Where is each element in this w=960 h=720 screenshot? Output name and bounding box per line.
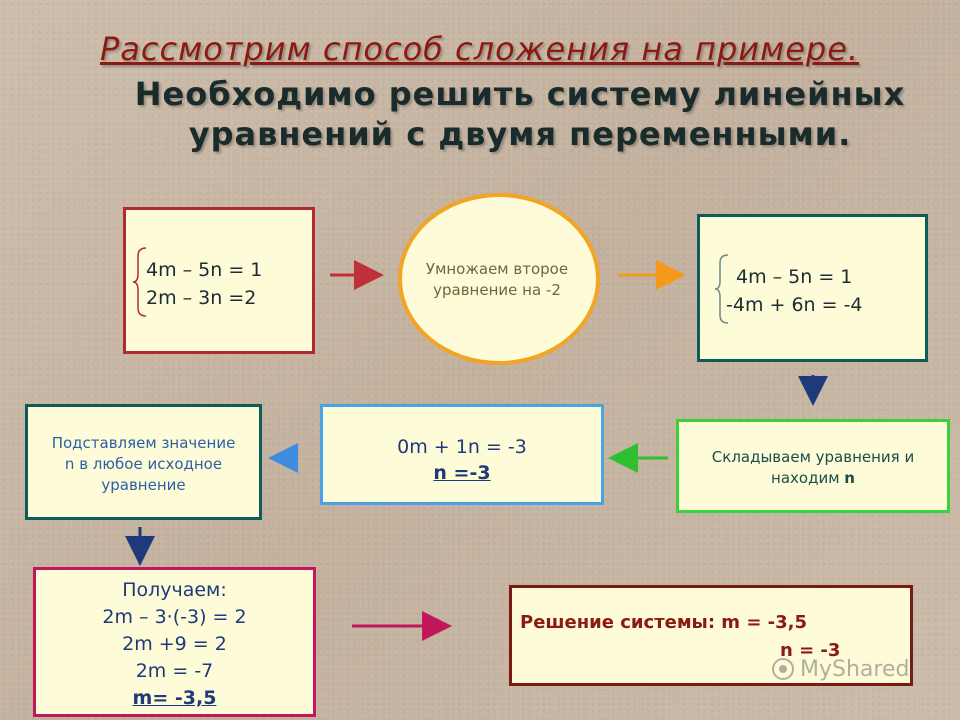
equation-2: -4m + 6n = -4: [726, 294, 863, 316]
multiply-step-text: Умножаем второе уравнение на -2: [402, 259, 592, 301]
variable-n: n: [844, 469, 855, 487]
equation-1: 4m – 5n = 1: [146, 259, 263, 281]
add-equations-text: Складываем уравнения и находим n: [679, 447, 947, 489]
brace-icon: [714, 254, 729, 324]
n-value: n =-3: [433, 462, 491, 484]
watermark-logo-icon: [772, 658, 794, 680]
calc-line-2: 2m – 3·(-3) = 2: [102, 606, 247, 628]
substitute-line-1: Подставляем значение: [51, 434, 236, 452]
solution-line-1: Решение системы: m = -3,5: [520, 612, 808, 633]
add-equations-box: Складываем уравнения и находим n: [676, 419, 950, 513]
m-calculation-text: Получаем: 2m – 3·(-3) = 2 2m +9 = 2 2m =…: [36, 577, 313, 712]
m-calculation-box: Получаем: 2m – 3·(-3) = 2 2m +9 = 2 2m =…: [33, 567, 316, 717]
slide-subtitle: Необходимо решить систему линейных уравн…: [100, 74, 940, 154]
equation-1: 4m – 5n = 1: [736, 266, 853, 288]
equation-2: 2m – 3n =2: [146, 287, 257, 309]
substitute-text: Подставляем значение n в любое исходное …: [28, 433, 259, 496]
solution-line-2: n = -3: [780, 640, 841, 661]
add-equations-line-2: находим n: [679, 468, 947, 489]
substitute-line-3: уравнение: [101, 476, 186, 494]
subtitle-line-1: Необходимо решить систему линейных: [134, 75, 906, 113]
original-system-box: 4m – 5n = 1 2m – 3n =2: [123, 207, 315, 354]
subtitle-line-2: уравнений с двумя переменными.: [188, 115, 852, 153]
multiply-step-line-2: уравнение на -2: [433, 281, 561, 299]
add-equations-line-1: Складываем уравнения и: [711, 448, 915, 466]
equation-sum: 0m + 1n = -3: [397, 436, 527, 458]
m-value: m= -3,5: [132, 687, 217, 709]
substitute-box: Подставляем значение n в любое исходное …: [25, 404, 262, 520]
n-result-text: 0m + 1n = -3 n =-3: [323, 434, 601, 486]
multiply-step-line-1: Умножаем второе: [425, 260, 569, 278]
transformed-system-box: 4m – 5n = 1 -4m + 6n = -4: [697, 214, 928, 362]
solution-box: Решение системы: m = -3,5 n = -3: [509, 585, 913, 686]
brace-icon: [132, 247, 147, 317]
slide-title: Рассмотрим способ сложения на примере.: [100, 30, 860, 68]
calc-line-1: Получаем:: [122, 579, 227, 601]
add-equations-line-2-text: находим: [771, 469, 845, 487]
multiply-step-circle: Умножаем второе уравнение на -2: [398, 193, 600, 365]
watermark-text: MyShared: [800, 656, 910, 682]
n-result-box: 0m + 1n = -3 n =-3: [320, 404, 604, 505]
calc-line-4: 2m = -7: [135, 660, 214, 682]
watermark: MyShared: [770, 656, 909, 682]
calc-line-3: 2m +9 = 2: [122, 633, 227, 655]
substitute-line-2: n в любое исходное: [64, 455, 223, 473]
